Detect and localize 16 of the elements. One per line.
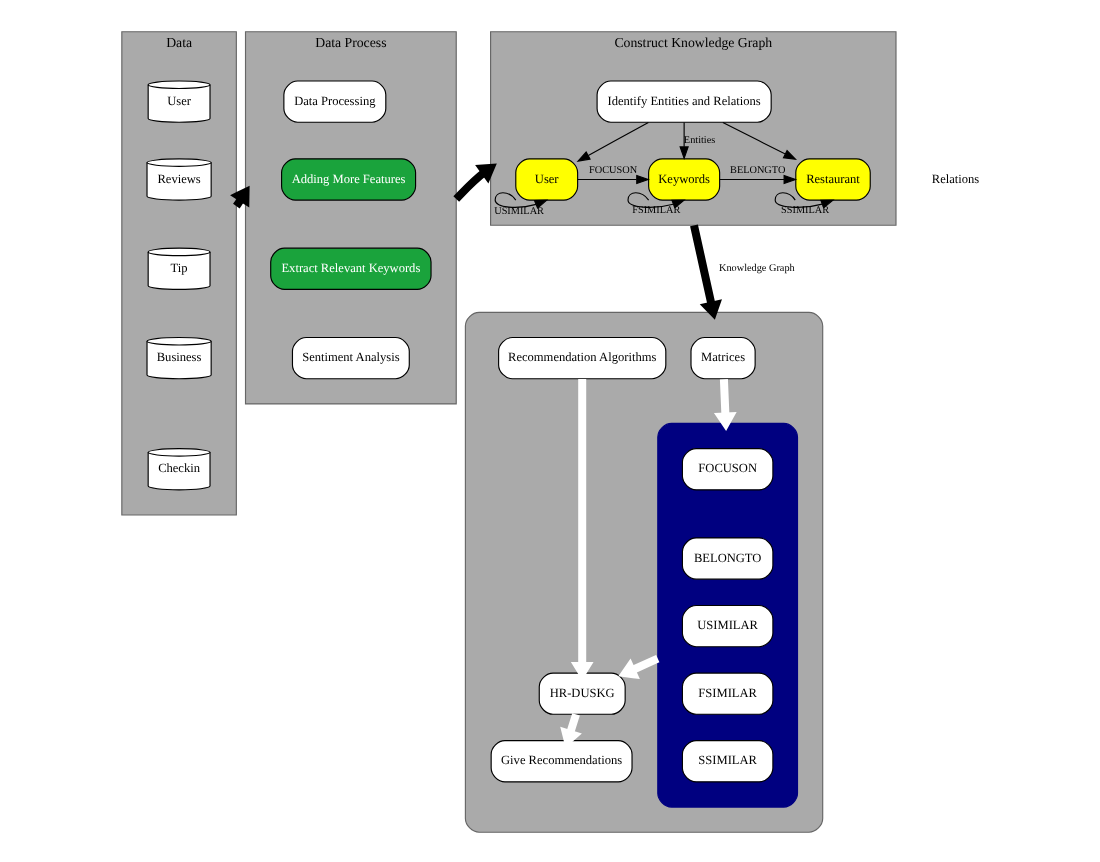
arrow xyxy=(575,120,648,161)
arrow xyxy=(773,191,834,208)
arrow xyxy=(452,162,496,201)
arrow xyxy=(712,378,736,431)
arrow xyxy=(617,653,659,679)
arrow xyxy=(569,377,593,680)
arrow xyxy=(493,191,548,209)
cluster xyxy=(463,310,823,832)
cluster xyxy=(656,421,798,807)
arrow xyxy=(678,121,688,160)
arrow xyxy=(689,223,721,319)
arrow xyxy=(559,712,581,747)
arrow xyxy=(718,173,797,184)
arrow xyxy=(576,173,649,184)
arrow xyxy=(721,120,797,160)
arrow xyxy=(626,191,685,208)
